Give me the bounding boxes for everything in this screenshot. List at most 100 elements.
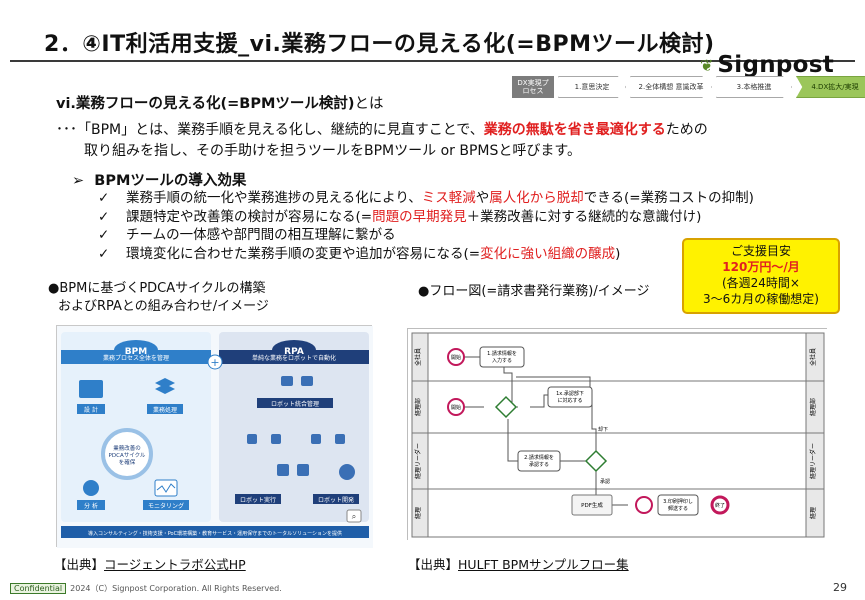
solution-bar-text: 導入コンサルティング・技術支援・PoC環境構築・教育サービス・運用保守までのトー…	[88, 530, 342, 537]
support-label: ご支援目安	[730, 244, 791, 258]
start-label-1: 開始	[451, 354, 461, 361]
bpm-rpa-svg: BPM 業務プロセス全体を管理 RPA 単純な業務をロボットで自動化 + 設 計…	[57, 326, 373, 548]
bpm-title: BPM	[125, 347, 147, 357]
design-label: 設 計	[84, 406, 98, 414]
support-amount: 120万円～/月	[722, 260, 800, 274]
lane-label: 経理	[414, 507, 422, 519]
source-prefix: 【出典】	[408, 557, 459, 572]
effects-list: ✓ 業務手順の統一化や業務進捗の見える化により、ミス軽減や属人化から脱却できる(…	[98, 189, 754, 263]
task-label: 承認する	[529, 461, 549, 468]
pdca-center-3: を確保	[119, 458, 136, 466]
monitor-icon	[154, 479, 178, 497]
rpa-badge	[272, 340, 316, 360]
lane-label: 経理部	[414, 398, 422, 416]
right-image-caption: ●フロー図(=請求書発行業務)/イメージ	[418, 284, 650, 299]
support-note-2: 3～6カ月の稼働想定)	[703, 292, 819, 306]
process-step-2: 2.全体構想 意識改革	[630, 76, 712, 98]
task-label: 郵送する	[668, 505, 688, 512]
task-subordinate[interactable]	[547, 386, 593, 408]
description-post: ための	[665, 122, 708, 138]
reject-label: 却下	[598, 426, 608, 433]
robot-run-label: ロボット実行	[240, 496, 276, 504]
subheading-suffix: とは	[354, 96, 384, 112]
right-source: 【出典】HULFT BPMサンプルフロー集	[408, 554, 629, 573]
effect-text: 業務手順の統一化や業務進捗の見える化により、	[126, 190, 422, 206]
description-line1: ･･･「BPM」とは、業務手順を見える化し、継続的に見直すことで、業務の無駄を省…	[56, 120, 776, 141]
task-label: に対応する	[557, 397, 582, 404]
effects-title-text: BPMツールの導入効果	[94, 173, 247, 189]
support-note-1: (各週24時間×	[721, 276, 800, 290]
gateway-2[interactable]	[584, 449, 608, 473]
effect-highlight: 変化に強い組織の醸成	[480, 245, 616, 262]
pdf-label: PDF生成	[581, 501, 603, 509]
right-source-link[interactable]: HULFT BPMサンプルフロー集	[458, 557, 629, 572]
support-estimate-box: ご支援目安 120万円～/月 (各週24時間× 3～6カ月の稼働想定)	[682, 238, 840, 314]
robot-mgmt-label: ロボット統合管理	[271, 400, 319, 408]
invoice-flow-diagram: 全社員 経理部 経理リーダー 経理 全社員 経理部 経理リーダー 経理	[407, 328, 828, 541]
bpm-subtitle: 業務プロセス全体を管理	[103, 354, 169, 362]
left-source: 【出典】コージェントラボ公式HP	[54, 554, 246, 573]
effect-text: ＋業務改善に対する継続的な意識付け)	[466, 208, 702, 225]
title-divider	[10, 60, 855, 62]
task-print-mail[interactable]	[657, 494, 699, 516]
effect-item: ✓ 環境変化に合わせた業務手順の変更や追加が容易になる(=変化に強い組織の醸成)	[98, 245, 754, 264]
lane-label-right: 経理	[809, 507, 817, 519]
zoom-icon[interactable]: ⌕	[352, 512, 356, 521]
analysis-icon	[83, 480, 99, 496]
lane-label-right: 経理部	[809, 398, 817, 416]
task-label: 1x.承認部下	[556, 390, 584, 397]
task-label: 3.印刷押印し	[663, 498, 693, 505]
invoice-flow-svg: 全社員 経理部 経理リーダー 経理 全社員 経理部 経理リーダー 経理	[408, 329, 828, 541]
effect-text: チームの一体感や部門間の相互理解に繋がる	[126, 227, 396, 243]
task-label: 入力する	[492, 357, 512, 364]
arrow-bullet-icon: ➢	[72, 173, 85, 189]
effect-item: ✓ 業務手順の統一化や業務進捗の見える化により、ミス軽減や属人化から脱却できる(…	[98, 189, 754, 208]
design-icon	[79, 380, 103, 398]
effect-highlight: 問題の早期発見	[372, 208, 467, 225]
checkmark-icon: ✓	[98, 227, 110, 243]
effect-highlight: 属人化から脱却	[489, 190, 584, 206]
effect-text: できる(=業務コストの抑制)	[583, 190, 754, 206]
start-event-2[interactable]	[447, 398, 465, 416]
page-title: 2．④IT利活用支援_vi.業務フローの見える化(=BPMツール検討)	[44, 32, 715, 57]
description-pre: ･･･「BPM」とは、業務手順を見える化し、継続的に見直すことで、	[56, 122, 484, 138]
effect-text: 課題特定や改善策の検討が容易になる(=	[126, 208, 373, 225]
lane-label: 全社員	[414, 348, 422, 366]
pdca-center: 業務改善の	[113, 444, 141, 452]
gateway-1[interactable]	[494, 395, 518, 419]
approve-label: 承認	[600, 478, 610, 485]
robot-icon-group	[247, 376, 355, 480]
task-enter-invoice[interactable]	[479, 346, 525, 368]
task-label: 1.請求情報を	[487, 350, 517, 357]
source-prefix: 【出典】	[54, 557, 105, 572]
rpa-subtitle: 単純な業務をロボットで自動化	[252, 354, 336, 362]
dx-process-steps: DX実現プロセス 1.意思決定 2.全体構想 意識改革 3.本格推進 4.DX拡…	[512, 76, 865, 98]
footer: Confidential 2024（C）Signpost Corporation…	[10, 583, 282, 594]
effect-text: )	[615, 245, 621, 262]
stack-icon	[155, 378, 175, 394]
end-event[interactable]	[710, 495, 730, 515]
left-source-link[interactable]: コージェントラボ公式HP	[104, 557, 246, 572]
pdf-generate[interactable]	[571, 494, 613, 516]
lane-label-right: 経理リーダー	[809, 443, 817, 479]
effect-highlight: ミス軽減	[421, 190, 476, 206]
analysis-label: 分 析	[84, 502, 98, 510]
checkmark-icon: ✓	[98, 245, 110, 262]
intermediate-event[interactable]	[635, 496, 653, 514]
effect-text: 環境変化に合わせた業務手順の変更や追加が容易になる(=	[126, 245, 481, 262]
description-emphasis: 業務の無駄を省き最適化する	[483, 122, 666, 138]
description-line2: 取り組みを指し、その手助けを担うツールをBPMツール or BPMSと呼びます。	[84, 143, 581, 159]
rpa-title: RPA	[284, 347, 304, 357]
task-approve-invoice[interactable]	[517, 450, 561, 472]
left-caption-line2: およびRPAとの組み合わせ/イメージ	[58, 299, 269, 314]
confidential-badge: Confidential	[10, 583, 67, 594]
lane-label: 経理リーダー	[414, 443, 422, 479]
start-event-1[interactable]	[447, 348, 465, 366]
section-subheading: vi.業務フローの見える化(=BPMツール検討)とは	[56, 92, 384, 113]
process-step-3: 3.本格推進	[716, 76, 792, 98]
pdca-center-2: PDCAサイクル	[109, 452, 146, 459]
checkmark-icon: ✓	[98, 208, 110, 225]
robot-dev-label: ロボット開発	[318, 496, 354, 504]
copyright-text: 2024（C）Signpost Corporation. All Rights …	[70, 584, 282, 593]
